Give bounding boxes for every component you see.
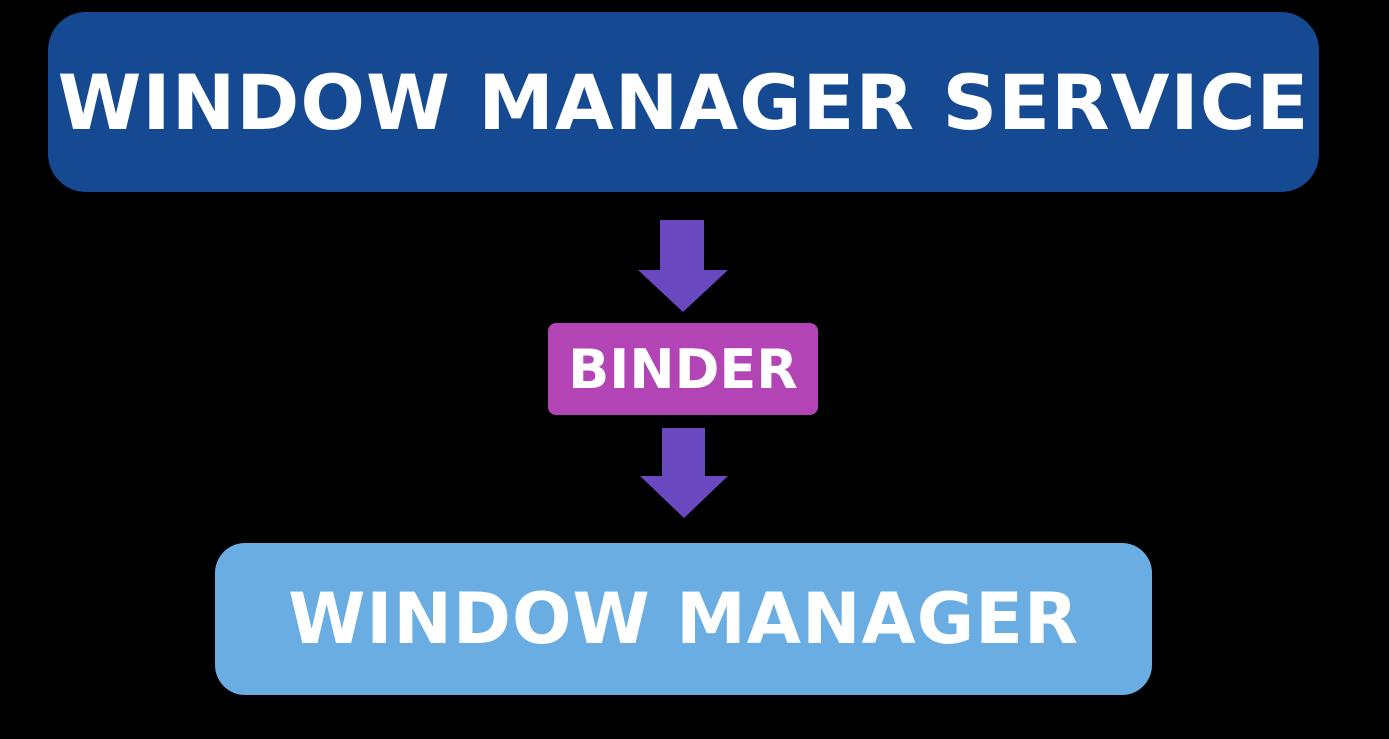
arrow-down-icon xyxy=(640,428,728,518)
window-manager-service-label: WINDOW MANAGER SERVICE xyxy=(57,57,1310,147)
arrow-shape xyxy=(638,220,728,312)
window-manager-service-box: WINDOW MANAGER SERVICE xyxy=(48,12,1319,192)
arrow-shape xyxy=(640,428,728,518)
window-manager-box: WINDOW MANAGER xyxy=(215,543,1152,695)
binder-box: BINDER xyxy=(548,323,818,415)
arrow-down-icon xyxy=(638,220,728,312)
binder-label: BINDER xyxy=(568,337,798,401)
window-manager-label: WINDOW MANAGER xyxy=(288,578,1079,660)
